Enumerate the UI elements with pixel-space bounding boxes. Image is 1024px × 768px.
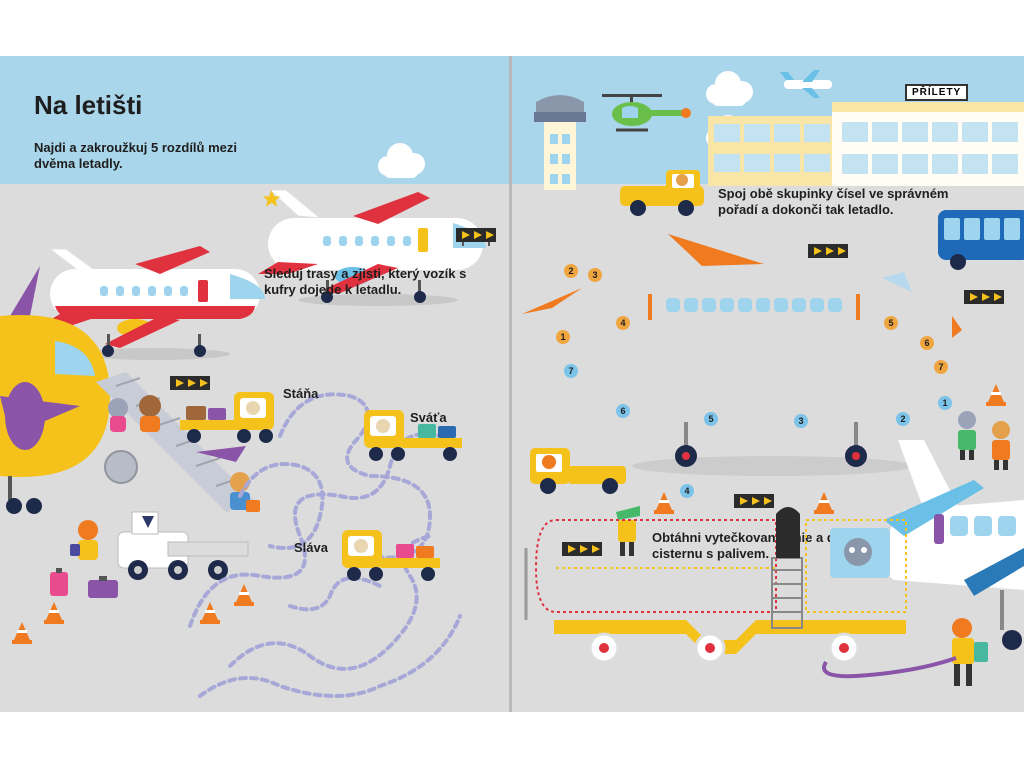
dot-number-blue-5[interactable]: 5: [704, 412, 718, 426]
traffic-cone: [12, 622, 32, 644]
arrow-sign-icon: [734, 494, 774, 508]
terminal-building: [708, 116, 838, 186]
traffic-cone: [234, 584, 254, 606]
dot-number-orange-6[interactable]: 6: [920, 336, 934, 350]
traffic-cone: [814, 492, 834, 514]
dot-number-blue-6[interactable]: 6: [616, 404, 630, 418]
arrow-sign-icon: [562, 542, 602, 556]
small-plane-icon: [780, 70, 832, 98]
cart-name-slava: Sláva: [294, 540, 328, 555]
dot-number-orange-7[interactable]: 7: [934, 360, 948, 374]
cloud-icon: [378, 143, 425, 178]
cart-slava: [342, 530, 440, 581]
dot-number-blue-1[interactable]: 1: [938, 396, 952, 410]
arrow-sign-icon: [808, 244, 848, 258]
boarding-stairs: [96, 372, 256, 512]
page-title: Na letišti: [34, 90, 143, 120]
arrow-sign-icon: [170, 376, 210, 390]
left-page: Na letišti Najdi a zakroužkuj 5 rozdílů …: [0, 56, 510, 712]
difference-plane-left: [40, 246, 265, 360]
fox-porter: [70, 520, 98, 560]
traffic-cone: [200, 602, 220, 624]
maze-instruction: Sleduj trasy a zjisti, který vozík s kuf…: [264, 266, 467, 297]
dot-number-blue-3[interactable]: 3: [794, 414, 808, 428]
animal-passengers: [108, 395, 161, 432]
cart-name-stana: Stáňa: [283, 386, 319, 401]
book-spine: [509, 56, 512, 712]
koala-worker: [958, 411, 976, 460]
control-tower: [534, 95, 586, 190]
bear-worker: [992, 421, 1010, 470]
cloud-icon: [706, 71, 753, 106]
right-page: PŘÍLETY Spoj obě skupinky čísel ve správ…: [512, 56, 1024, 712]
fox-worker: [952, 618, 988, 686]
arrivals-sign: PŘÍLETY: [905, 84, 969, 101]
dot-number-blue-4[interactable]: 4: [680, 484, 694, 498]
cart-svata: [364, 410, 462, 461]
dot-number-orange-5[interactable]: 5: [884, 316, 898, 330]
traffic-cone: [986, 384, 1006, 406]
cart-name-svata: Sváťa: [410, 410, 447, 425]
arrow-sign-icon: [964, 290, 1004, 304]
baggage-truck: [117, 511, 249, 580]
yellow-pickup: [530, 448, 626, 494]
dot-number-blue-2[interactable]: 2: [896, 412, 910, 426]
dot-number-orange-3[interactable]: 3: [588, 268, 602, 282]
suitcase-purple: [88, 576, 118, 598]
cart-stana: [180, 392, 274, 443]
airport-bus: [938, 210, 1024, 270]
sky-left: [0, 56, 510, 186]
traffic-cone: [44, 602, 64, 624]
arrow-sign-icon: [456, 228, 496, 246]
dot-number-orange-1[interactable]: 1: [556, 330, 570, 344]
yellow-jet: [0, 266, 110, 514]
dots-instruction: Spoj obě skupinky čísel ve správném pořa…: [718, 186, 949, 217]
differences-instruction: Najdi a zakroužkuj 5 rozdílů mezi dvěma …: [34, 140, 237, 171]
dot-number-orange-4[interactable]: 4: [616, 316, 630, 330]
suitcase-pink: [50, 568, 68, 596]
crocodile-worker: [616, 506, 640, 556]
white-jet: [881, 440, 1024, 650]
arrivals-building: [832, 102, 1024, 186]
activity-book-spread: Na letišti Najdi a zakroužkuj 5 rozdílů …: [0, 56, 1024, 712]
helicopter: [602, 94, 691, 132]
yellow-pickup: [620, 170, 704, 216]
dot-number-orange-2[interactable]: 2: [564, 264, 578, 278]
traffic-cone: [654, 492, 674, 514]
dot-number-blue-7[interactable]: 7: [564, 364, 578, 378]
fuel-tanker[interactable]: [524, 507, 957, 679]
dot-to-dot-plane[interactable]: [512, 226, 1024, 476]
